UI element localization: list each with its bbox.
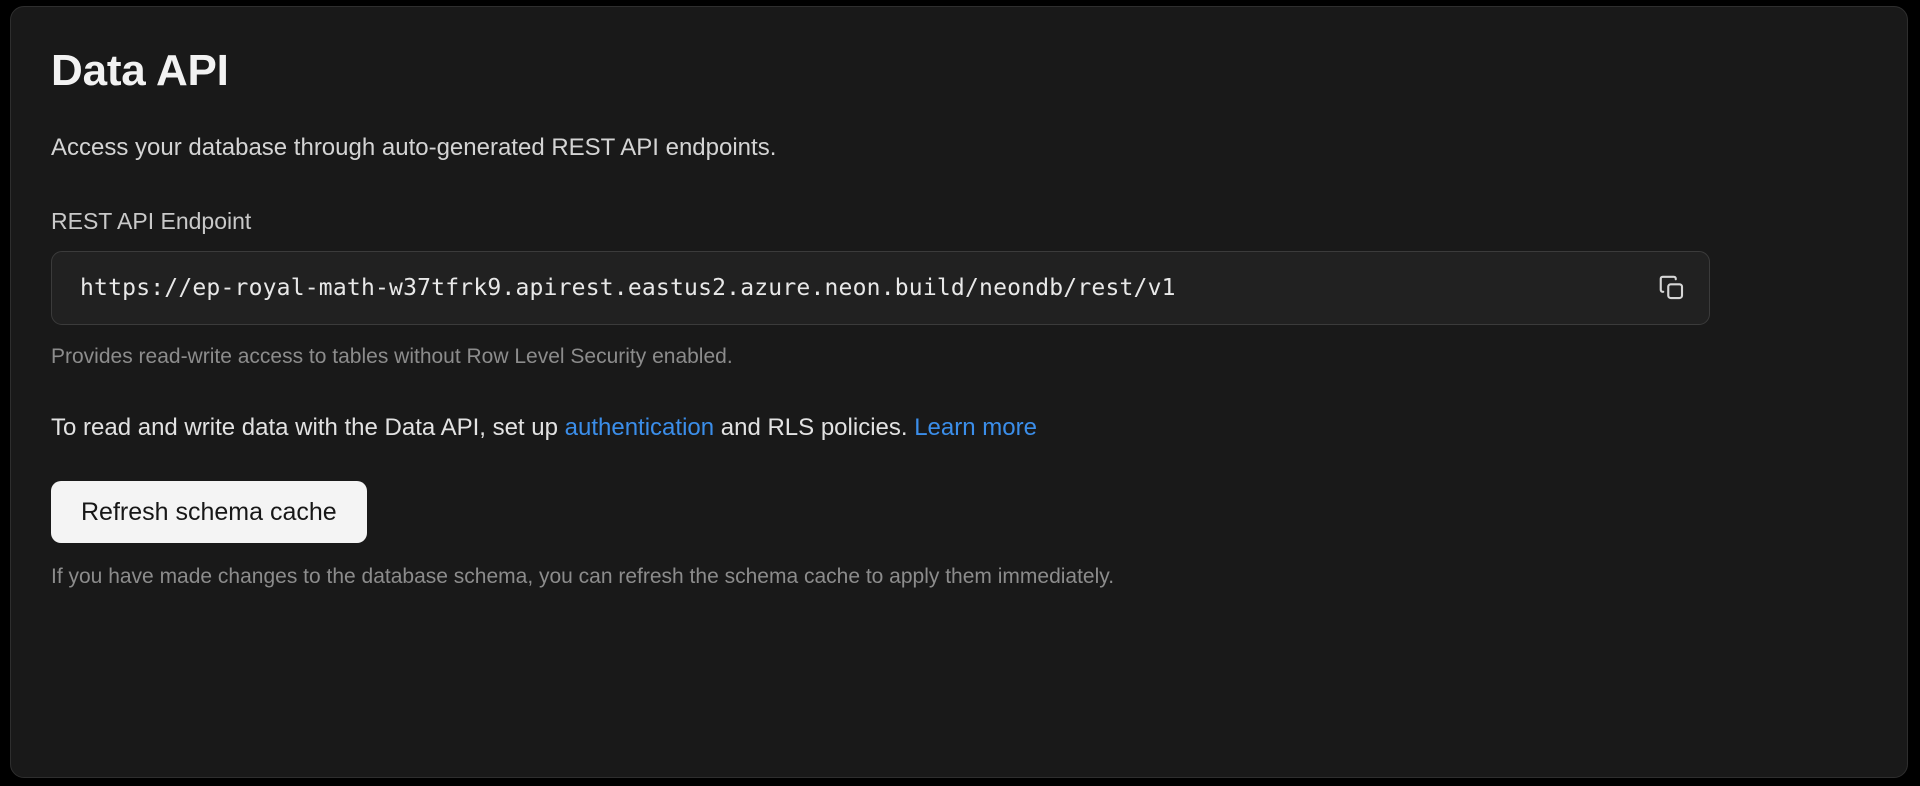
data-api-card: Data API Access your database through au… [10,6,1908,778]
info-text-middle: and RLS policies. [714,414,915,441]
rest-api-endpoint-field: REST API Endpoint Provides read-write ac… [51,207,1867,370]
endpoint-input-wrapper [51,251,1710,325]
refresh-button-row: Refresh schema cache [51,481,1867,543]
copy-endpoint-button[interactable] [1641,252,1703,324]
copy-icon [1657,273,1687,303]
info-text-before: To read and write data with the Data API… [51,414,565,441]
endpoint-help-text: Provides read-write access to tables wit… [51,345,733,368]
authentication-link[interactable]: authentication [564,414,715,441]
rest-api-endpoint-label: REST API Endpoint [51,208,252,234]
refresh-schema-cache-button[interactable]: Refresh schema cache [51,481,367,543]
page-title: Data API [51,46,229,95]
page-subtitle: Access your database through auto-genera… [51,134,777,161]
data-api-info-text: To read and write data with the Data API… [51,412,1867,443]
endpoint-url-input[interactable] [52,273,1641,303]
refresh-help-text: If you have made changes to the database… [51,565,1115,588]
learn-more-link[interactable]: Learn more [914,414,1037,441]
